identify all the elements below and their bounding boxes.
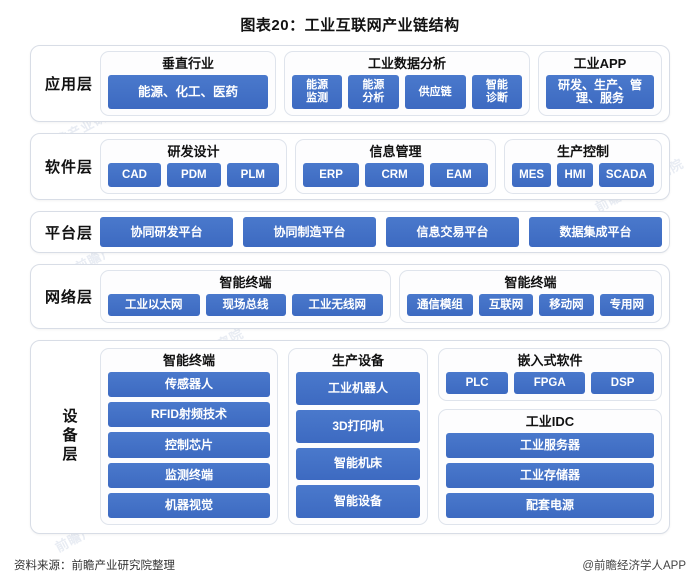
chip-item[interactable]: 配套电源	[446, 493, 654, 518]
chip-item[interactable]: EAM	[429, 163, 489, 187]
chip-item[interactable]: 工业以太网	[108, 294, 200, 316]
group-vertical-industry: 垂直行业 能源、化工、医药	[100, 51, 276, 116]
group-title: 信息管理	[369, 144, 422, 159]
chip-item[interactable]: 控制芯片	[108, 432, 270, 458]
group-title: 研发设计	[167, 144, 220, 159]
layer-application: 应用层 垂直行业 能源、化工、医药 工业数据分析 能源 监测 能源 分析 供应链…	[30, 45, 670, 122]
chip-item[interactable]: PLM	[226, 163, 279, 187]
chip-item[interactable]: 数据集成平台	[529, 217, 662, 247]
chip-item[interactable]: 智能设备	[296, 485, 420, 518]
source-note: 资料来源：前瞻产业研究院整理	[14, 560, 175, 572]
group-title: 工业APP	[573, 56, 627, 71]
chip-item[interactable]: 互联网	[478, 294, 534, 316]
group-industrial-idc: 工业IDC 工业服务器 工业存储器 配套电源	[438, 409, 662, 525]
chip-item[interactable]: 监测终端	[108, 462, 270, 488]
group-title: 工业IDC	[525, 414, 575, 429]
chip-item[interactable]: 供应链	[404, 75, 466, 109]
group-rd-design: 研发设计 CAD PDM PLM	[100, 139, 287, 194]
chip-item[interactable]: SCADA	[598, 163, 654, 187]
group-title: 垂直行业	[161, 56, 214, 71]
layer-platform: 平台层 协同研发平台 协同制造平台 信息交易平台 数据集成平台	[30, 211, 670, 253]
chip-item[interactable]: 通信模组	[407, 294, 473, 316]
chip-item[interactable]: 协同制造平台	[243, 217, 376, 247]
layer-label-platform: 平台层	[44, 224, 93, 242]
chip-item[interactable]: PLC	[446, 372, 509, 394]
chip-item[interactable]: 智能 诊断	[471, 75, 522, 109]
chip-item[interactable]: 机器视觉	[108, 492, 270, 519]
chip-item[interactable]: 3D打印机	[296, 409, 420, 443]
group-title: 工业数据分析	[367, 56, 446, 71]
group-production-control: 生产控制 MES HMI SCADA	[504, 139, 662, 194]
layer-label-application: 应用层	[44, 76, 93, 93]
layer-network: 网络层 智能终端 工业以太网 现场总线 工业无线网 智能终端 通信模组 互联网 …	[30, 264, 670, 329]
chip-item[interactable]: CAD	[108, 163, 161, 187]
chip-item[interactable]: 工业机器人	[296, 372, 420, 405]
layer-label-device: 设备层	[60, 408, 78, 465]
chip-item[interactable]: CRM	[365, 163, 424, 187]
footer: 资料来源：前瞻产业研究院整理 @前瞻经济学人APP	[0, 557, 700, 573]
chip-item[interactable]: 移动网	[539, 294, 594, 316]
chip-item[interactable]: FPGA	[514, 372, 586, 394]
chip-item[interactable]: 能源 监测	[292, 75, 343, 109]
chip-item[interactable]: 智能机床	[296, 447, 420, 481]
chip-item[interactable]: 传感器人	[108, 372, 270, 398]
chip-item[interactable]: 能源 分析	[348, 75, 399, 109]
layer-software: 软件层 研发设计 CAD PDM PLM 信息管理 ERP CRM EAM	[30, 133, 670, 200]
chip-item[interactable]: HMI	[557, 163, 593, 187]
group-smart-terminal-device: 智能终端 传感器人 RFID射频技术 控制芯片 监测终端 机器视觉	[100, 348, 278, 525]
chip-item[interactable]: 现场总线	[205, 294, 286, 316]
group-industrial-app: 工业APP 研发、生产、管理、服务	[538, 51, 662, 116]
device-right-column: 嵌入式软件 PLC FPGA DSP 工业IDC 工业服务器 工业存储器 配套电…	[438, 348, 662, 525]
chip-item[interactable]: 工业存储器	[446, 463, 654, 488]
chip-item[interactable]: 专用网	[599, 294, 654, 316]
chip-item[interactable]: 工业无线网	[291, 294, 383, 316]
chip-item[interactable]: 协同研发平台	[100, 217, 233, 247]
group-title: 智能终端	[219, 275, 272, 290]
layer-label-network: 网络层	[44, 289, 93, 306]
group-title: 生产控制	[556, 144, 609, 159]
layer-device: 设备层 智能终端 传感器人 RFID射频技术 控制芯片 监测终端 机器视觉 生产…	[30, 340, 670, 534]
group-smart-terminal-network-a: 智能终端 工业以太网 现场总线 工业无线网	[100, 270, 391, 323]
group-embedded-software: 嵌入式软件 PLC FPGA DSP	[438, 348, 662, 401]
group-title: 嵌入式软件	[517, 353, 583, 368]
industry-chain-diagram: 前瞻产业研究院 前瞻产业研究院 前瞻产业研究院 前瞻产业研究院 前瞻产业研究院 …	[30, 45, 686, 555]
group-title: 智能终端	[162, 353, 215, 368]
chip-item[interactable]: 研发、生产、管理、服务	[546, 75, 654, 109]
group-smart-terminal-network-b: 智能终端 通信模组 互联网 移动网 专用网	[399, 270, 662, 323]
group-information-management: 信息管理 ERP CRM EAM	[295, 139, 496, 194]
chip-item[interactable]: 工业服务器	[446, 433, 654, 458]
chip-item[interactable]: 信息交易平台	[386, 217, 519, 247]
chip-item[interactable]: 能源、化工、医药	[108, 75, 268, 109]
group-title: 生产设备	[331, 353, 384, 368]
page-title: 图表20：工业互联网产业链结构	[240, 17, 460, 34]
chip-item[interactable]: RFID射频技术	[108, 402, 270, 428]
credit-note: @前瞻经济学人APP	[582, 560, 686, 572]
layer-label-software: 软件层	[44, 159, 93, 176]
group-industrial-data-analysis: 工业数据分析 能源 监测 能源 分析 供应链 智能 诊断	[284, 51, 530, 116]
chip-item[interactable]: PDM	[167, 163, 221, 187]
chip-item[interactable]: ERP	[303, 163, 360, 187]
chip-item[interactable]: DSP	[591, 372, 654, 394]
group-production-equipment: 生产设备 工业机器人 3D打印机 智能机床 智能设备	[288, 348, 428, 525]
group-title: 智能终端	[504, 275, 557, 290]
chip-item[interactable]: MES	[512, 163, 552, 187]
